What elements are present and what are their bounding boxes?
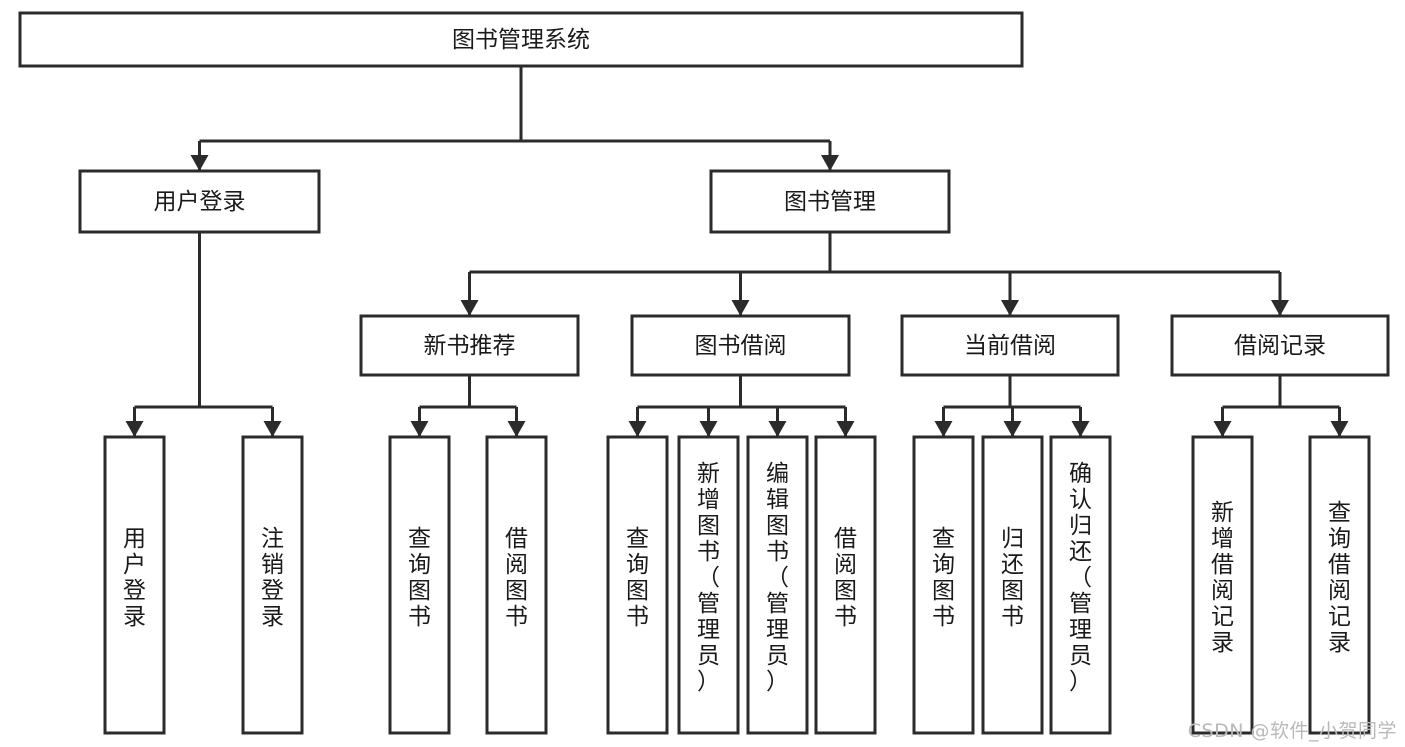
node-book-borrow[interactable]: 图书借阅 <box>630 314 851 377</box>
node-leaf-edit-book[interactable]: 编辑图书（管理员） <box>746 435 809 735</box>
node-label-leaf-query-book-rec: 查询图书 <box>408 526 431 630</box>
arrowhead <box>1330 421 1349 437</box>
node-leaf-borrow-book-rec[interactable]: 借阅图书 <box>485 435 548 735</box>
node-borrow-record[interactable]: 借阅记录 <box>1170 314 1390 377</box>
arrowhead <box>460 300 479 316</box>
connector-layer <box>125 66 1349 437</box>
arrowhead <box>1001 300 1019 316</box>
arrowhead <box>699 421 718 437</box>
node-box-leaf-borrow-book-rec <box>485 435 548 735</box>
node-box-user-login <box>78 169 321 234</box>
node-leaf-user-login[interactable]: 用户登录 <box>103 435 166 735</box>
node-leaf-query-book[interactable]: 查询图书 <box>606 435 669 735</box>
node-box-leaf-query-book-rec <box>388 435 451 735</box>
node-label-borrow-record: 借阅记录 <box>1234 333 1326 359</box>
node-box-leaf-logout <box>241 435 304 735</box>
node-box-borrow-record <box>1170 314 1390 377</box>
arrowhead <box>410 421 429 437</box>
arrowhead <box>821 155 839 171</box>
node-label-current-borrow: 当前借阅 <box>964 333 1056 359</box>
node-leaf-borrow-book[interactable]: 借阅图书 <box>814 435 877 735</box>
node-box-leaf-confirm-return <box>1049 435 1112 735</box>
node-label-leaf-query-record: 查询借阅记录 <box>1328 500 1351 656</box>
node-label-leaf-query-book: 查询图书 <box>626 526 649 630</box>
arrowhead <box>1213 421 1232 437</box>
node-leaf-query-book-cur[interactable]: 查询图书 <box>912 435 975 735</box>
node-book-manage[interactable]: 图书管理 <box>709 169 951 234</box>
node-label-new-book-recommend: 新书推荐 <box>424 333 516 359</box>
arrowhead <box>934 421 953 437</box>
node-current-borrow[interactable]: 当前借阅 <box>900 314 1120 377</box>
node-box-leaf-query-book <box>606 435 669 735</box>
node-new-book-recommend[interactable]: 新书推荐 <box>359 314 580 377</box>
arrowhead <box>125 421 144 437</box>
node-box-book-borrow <box>630 314 851 377</box>
node-label-root: 图书管理系统 <box>452 27 590 53</box>
node-label-leaf-query-book-cur: 查询图书 <box>932 526 955 630</box>
node-layer: 图书管理系统用户登录图书管理新书推荐图书借阅当前借阅借阅记录用户登录注销登录查询… <box>18 11 1390 735</box>
node-label-leaf-confirm-return: 确认归还（管理员） <box>1069 461 1092 695</box>
node-box-new-book-recommend <box>359 314 580 377</box>
node-label-user-login: 用户登录 <box>154 189 246 215</box>
node-label-leaf-return-book: 归还图书 <box>1001 526 1024 630</box>
node-box-root <box>18 11 1024 68</box>
node-box-leaf-query-book-cur <box>912 435 975 735</box>
arrowhead <box>628 421 647 437</box>
node-label-book-borrow: 图书借阅 <box>695 333 787 359</box>
node-label-leaf-add-record: 新增借阅记录 <box>1211 500 1234 656</box>
node-label-leaf-edit-book: 编辑图书（管理员） <box>766 461 789 695</box>
arrowhead <box>1271 300 1289 316</box>
node-leaf-query-book-rec[interactable]: 查询图书 <box>388 435 451 735</box>
node-box-leaf-edit-book <box>746 435 809 735</box>
node-leaf-confirm-return[interactable]: 确认归还（管理员） <box>1049 435 1112 735</box>
node-label-leaf-borrow-book: 借阅图书 <box>834 526 857 630</box>
node-leaf-return-book[interactable]: 归还图书 <box>981 435 1044 735</box>
node-label-leaf-borrow-book-rec: 借阅图书 <box>505 526 528 630</box>
node-box-leaf-add-record <box>1191 435 1254 735</box>
arrowhead <box>507 421 526 437</box>
arrowhead <box>190 155 209 171</box>
node-box-book-manage <box>709 169 951 234</box>
node-leaf-add-record[interactable]: 新增借阅记录 <box>1191 435 1254 735</box>
arrowhead <box>1003 421 1022 437</box>
node-label-leaf-logout: 注销登录 <box>261 526 284 630</box>
node-box-leaf-user-login <box>103 435 166 735</box>
node-user-login[interactable]: 用户登录 <box>78 169 321 234</box>
node-box-current-borrow <box>900 314 1120 377</box>
node-label-leaf-add-book: 新增图书（管理员） <box>697 461 720 695</box>
arrowhead <box>836 421 855 437</box>
node-label-leaf-user-login: 用户登录 <box>123 526 146 630</box>
arrowhead <box>731 300 750 316</box>
node-box-leaf-add-book <box>677 435 740 735</box>
arrowhead <box>768 421 787 437</box>
node-box-leaf-return-book <box>981 435 1044 735</box>
node-root[interactable]: 图书管理系统 <box>18 11 1024 68</box>
arrowhead <box>1071 421 1090 437</box>
node-leaf-add-book[interactable]: 新增图书（管理员） <box>677 435 740 735</box>
node-box-leaf-query-record <box>1308 435 1371 735</box>
watermark-text: CSDN @软件_小贺同学 <box>1187 720 1397 742</box>
arrowhead <box>263 421 282 437</box>
node-leaf-query-record[interactable]: 查询借阅记录 <box>1308 435 1371 735</box>
node-leaf-logout[interactable]: 注销登录 <box>241 435 304 735</box>
node-box-leaf-borrow-book <box>814 435 877 735</box>
node-label-book-manage: 图书管理 <box>784 189 876 215</box>
